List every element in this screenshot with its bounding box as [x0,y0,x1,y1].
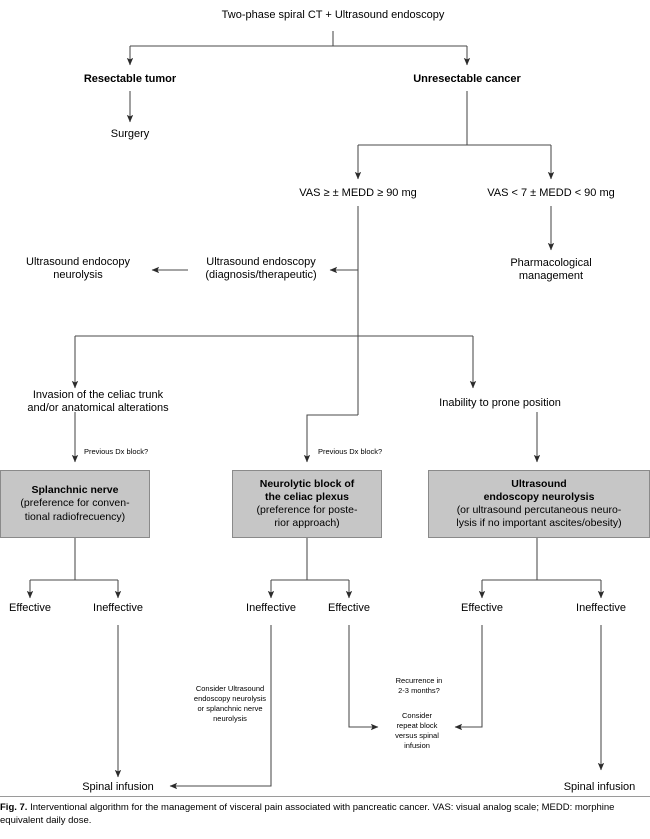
node-ultrasound-endoscopy-dx: Ultrasound endoscopy (diagnosis/therapeu… [186,256,336,283]
repeat-block-line3: versus spinal [395,731,439,741]
consider-us-line1: Consider Ultrasound [195,684,265,693]
recurrence-line1: Recurrence in [395,676,443,685]
figure-label: Fig. 7. [0,802,28,813]
splanchnic-nerve-detail-line2: tional radiofrecuency) [24,510,126,523]
splanchnic-nerve-title: Splanchnic nerve [31,484,119,497]
node-pharmacological-management: Pharmacological management [478,257,624,284]
outcome-left-ineffective: Ineffective [93,602,143,614]
neurolytic-detail-line2: rior approach) [274,517,340,530]
us-neurolysis-line2: neurolysis [53,269,103,282]
annotation-consider-repeat-block: Consider repeat block versus spinal infu… [376,711,458,752]
wire-right-effective-to-repeat [454,625,483,731]
repeat-block-line2: repeat block [396,721,438,731]
node-ultrasound-endoscopy-neurolysis: Ultrasound endocopy neurolysis [5,256,151,283]
neurolytic-celiac-plexus-box[interactable]: Neurolytic block of the celiac plexus (p… [232,470,382,538]
node-surgery: Surgery [110,128,150,140]
outcome-mid-ineffective: Ineffective [246,602,296,614]
wire-to-neurolytic-box [303,414,358,463]
pharmacological-line1: Pharmacological [510,257,592,269]
annotation-consider-ultrasound: Consider Ultrasound endoscopy neurolysis… [150,684,310,725]
us-endoscopy-dx-line2: (diagnosis/therapeutic) [205,269,317,282]
invasion-line2: and/or anatomical alterations [27,402,169,415]
neurolytic-title-line1: Neurolytic block of [259,477,355,490]
caption-divider [0,796,650,797]
node-unresectable-cancer: Unresectable cancer [413,73,521,85]
label-previous-dx-block-left: Previous Dx block? [84,447,149,456]
terminal-spinal-infusion-right: Spinal infusion [563,781,636,793]
wire-mid-ineffective-to-spinal [169,625,272,790]
outcome-left-effective: Effective [9,602,51,614]
neurolytic-detail-line1: (preference for poste- [256,504,358,516]
node-resectable-tumor: Resectable tumor [83,73,177,85]
node-vas-high: VAS ≥ ± MEDD ≥ 90 mg [299,187,417,199]
us-neurolysis-box-title-line1: Ultrasound [511,477,567,490]
node-vas-low: VAS < 7 ± MEDD < 90 mg [487,187,615,199]
splanchnic-nerve-box[interactable]: Splanchnic nerve (preference for conven-… [0,470,150,538]
outcome-right-effective: Effective [461,602,503,614]
label-previous-dx-block-mid: Previous Dx block? [318,447,383,456]
repeat-block-line4: infusion [404,741,430,751]
us-neurolysis-line1: Ultrasound endocopy [26,256,130,268]
us-neurolysis-box-title-line2: endoscopy neurolysis [483,490,595,503]
figure-caption: Fig. 7. Interventional algorithm for the… [0,802,650,828]
recurrence-line2: 2-3 months? [398,686,440,696]
ultrasound-endoscopy-neurolysis-box[interactable]: Ultrasound endoscopy neurolysis (or ultr… [428,470,650,538]
terminal-spinal-infusion-left: Spinal infusion [82,781,154,793]
outcome-right-ineffective: Ineffective [576,602,626,614]
invasion-line1: Invasion of the celiac trunk [32,389,164,401]
node-inability-prone-position: Inability to prone position [439,397,561,409]
pharmacological-line2: management [518,270,584,283]
splanchnic-nerve-detail-line1: (preference for conven- [20,497,130,510]
us-neurolysis-box-detail-line2: lysis if no important ascites/obesity) [456,517,622,530]
wire-mid-effective-to-repeat [348,625,379,731]
outcome-mid-effective: Effective [328,602,370,614]
us-neurolysis-box-detail-line1: (or ultrasound percutaneous neuro- [456,504,622,516]
annotation-recurrence: Recurrence in 2-3 months? [364,676,474,696]
consider-us-line4: neurolysis [213,714,247,724]
us-endoscopy-dx-line1: Ultrasound endoscopy [206,256,316,268]
neurolytic-title-line2: the celiac plexus [264,490,350,503]
figure-caption-text: Interventional algorithm for the managem… [0,802,615,826]
consider-us-line3: or splanchnic nerve [197,704,263,714]
node-invasion-celiac-trunk: Invasion of the celiac trunk and/or anat… [0,389,196,416]
consider-us-line2: endoscopy neurolysis [193,694,267,704]
node-root: Two-phase spiral CT + Ultrasound endosco… [221,9,445,21]
repeat-block-line1: Consider [401,711,432,720]
